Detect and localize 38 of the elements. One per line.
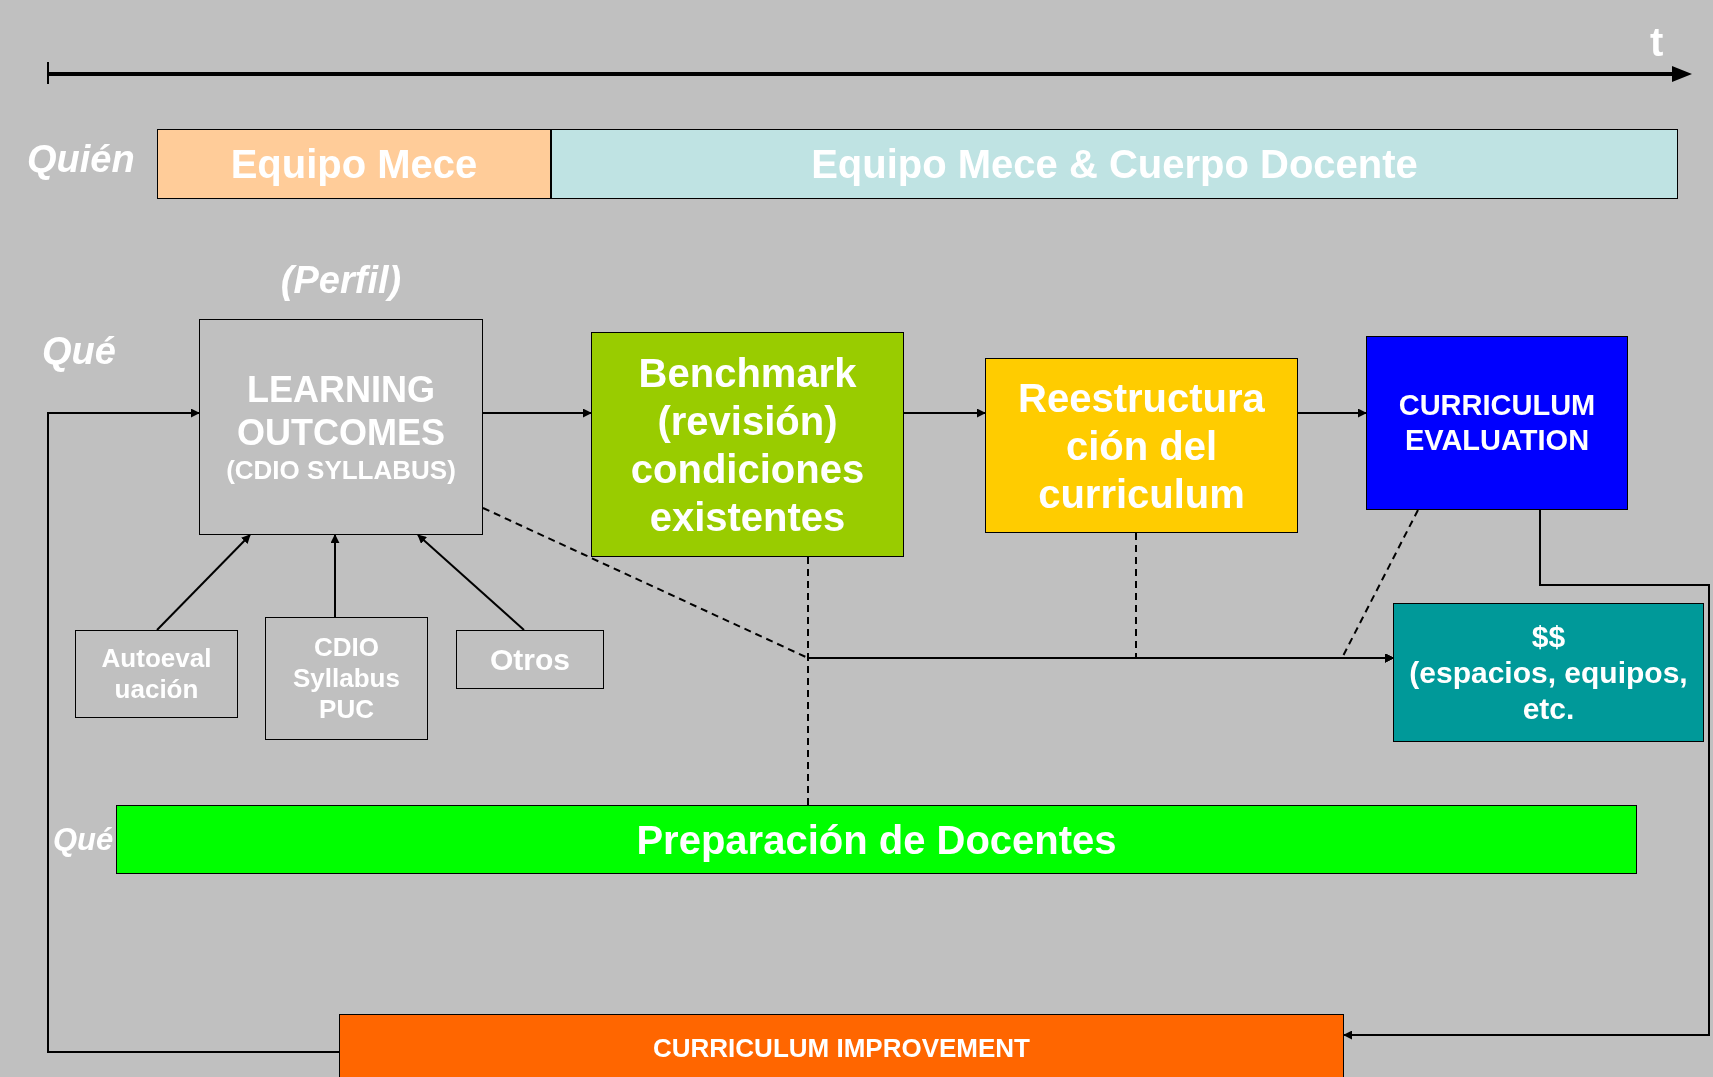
- node-caption: (Perfil): [280, 258, 402, 303]
- resource-box: [1393, 603, 1704, 742]
- input-box: [265, 617, 428, 740]
- arrow: [330, 534, 340, 618]
- node-title: Equipo Mece: [229, 141, 479, 188]
- input-box: [75, 630, 238, 718]
- node-title: Equipo Mece & Cuerpo Docente: [810, 141, 1419, 188]
- process-box: [591, 332, 904, 557]
- node-title: Otros: [489, 641, 571, 678]
- axis-label: t: [1650, 20, 1664, 65]
- band: [157, 129, 551, 199]
- node-title: CURRICULUM EVALUATION: [1397, 388, 1597, 458]
- process-box: [339, 1014, 1344, 1077]
- node-title: Reestructura ción del curriculum: [1017, 374, 1266, 518]
- arrow: [1297, 408, 1367, 418]
- band: [116, 805, 1637, 874]
- node-subtitle: (CDIO SYLLABUS): [225, 454, 457, 486]
- dashed-arrow: [807, 653, 1394, 806]
- node-title: CURRICULUM IMPROVEMENT: [652, 1033, 1031, 1065]
- node-title: $$: [1530, 618, 1567, 655]
- band: [551, 129, 1678, 199]
- input-box: [456, 630, 604, 689]
- node-title: Benchmark (revisión) condiciones existentes: [629, 349, 866, 541]
- node-title: Preparación de Docentes: [635, 816, 1118, 864]
- row-label: Qué: [42, 330, 116, 373]
- row-label: Qué: [53, 822, 114, 858]
- arrow: [417, 534, 525, 631]
- node-title: CDIO Syllabus PUC: [292, 631, 401, 726]
- row-label: Quién: [27, 138, 135, 181]
- arrow: [903, 408, 986, 418]
- node-title: LEARNING OUTCOMES: [236, 368, 446, 455]
- node-title: Autoeval uación: [100, 642, 213, 706]
- arrow: [156, 534, 251, 631]
- node-subtitle: (espacios, equipos, etc.: [1408, 654, 1689, 727]
- arrow: [482, 408, 592, 418]
- process-box: [1366, 336, 1628, 510]
- process-box: [985, 358, 1298, 533]
- arrow: [1343, 509, 1710, 1040]
